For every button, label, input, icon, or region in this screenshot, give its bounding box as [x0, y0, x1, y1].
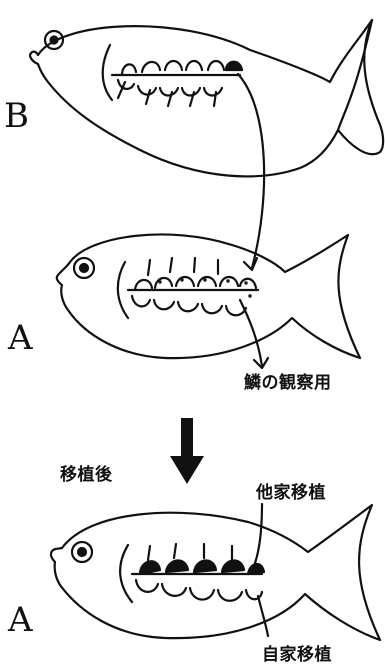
fish-a-top-ribs — [148, 258, 218, 275]
allograft-pointer — [254, 504, 262, 566]
fish-a-bottom-dark-scales — [140, 560, 264, 574]
fish-b-pupil — [51, 37, 58, 44]
fish-b-scale-row-lower — [118, 80, 222, 96]
fish-b-label: B — [4, 96, 29, 136]
fish-a-top-label: A — [8, 318, 33, 358]
fish-a-top-pupil — [80, 264, 88, 272]
autograft-label: 自家移植 — [262, 640, 332, 665]
fish-a-bottom-body — [51, 505, 380, 640]
process-arrow — [170, 418, 204, 484]
fish-a-bottom-light-scales — [136, 580, 262, 601]
fish-a-top-gill — [118, 262, 128, 318]
fish-b-gill — [103, 45, 112, 100]
fish-a-top-body — [57, 234, 360, 358]
fish-a-bottom-ribs — [148, 544, 232, 560]
fish-a-bottom — [51, 504, 380, 640]
after-transplant-label: 移植後 — [60, 460, 113, 485]
fish-a-top-scales — [132, 277, 256, 315]
allograft-label: 他家移植 — [256, 478, 326, 503]
observation-arrow — [240, 300, 268, 368]
transfer-arrow — [238, 74, 264, 270]
fish-b-body — [30, 20, 383, 176]
fish-a-top — [57, 234, 360, 358]
fish-b — [30, 20, 383, 176]
fish-a-bottom-label: A — [8, 600, 33, 640]
fish-a-bottom-pupil — [78, 548, 86, 556]
fish-b-scale-row-upper — [122, 61, 242, 75]
autograft-pointer — [258, 596, 268, 636]
fish-a-bottom-gill — [120, 545, 132, 602]
scale-observation-label: 鱗の観察用 — [244, 368, 332, 393]
